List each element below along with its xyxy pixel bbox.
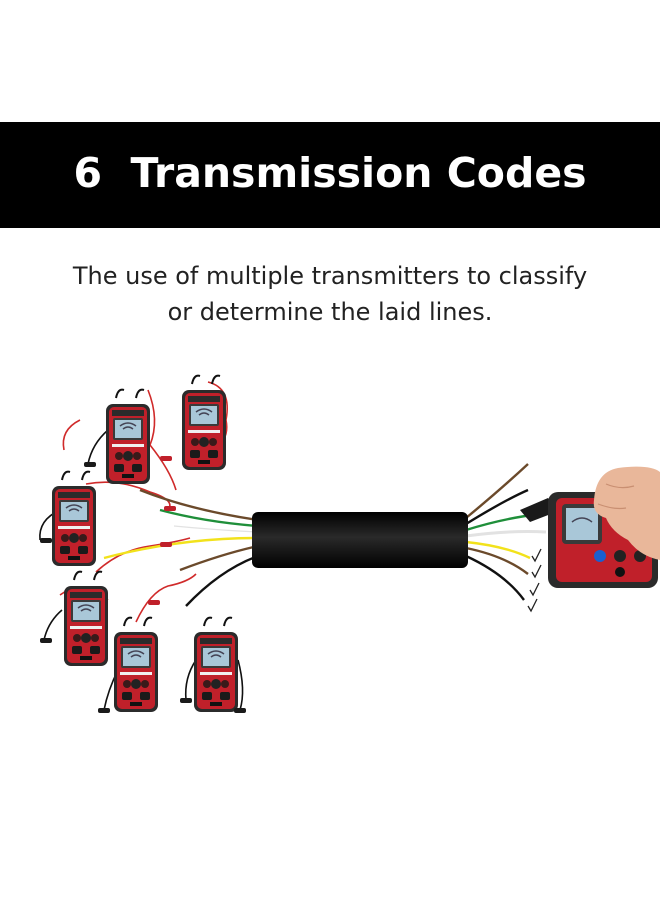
check-mark-icon [527, 598, 538, 612]
alligator-clip-icon [234, 708, 246, 713]
transmitter-devices [51, 374, 239, 713]
alligator-clip-icon [160, 542, 172, 547]
alligator-clip-icon [98, 708, 110, 713]
alligator-clip-icon [40, 538, 52, 543]
transmitter-device-icon [51, 470, 97, 567]
alligator-clip-icons [40, 456, 246, 713]
alligator-clip-icon [180, 698, 192, 703]
subtitle-line-2: or determine the laid lines. [167, 298, 493, 326]
transmitter-device-icon [63, 570, 109, 667]
cable-bundle [252, 512, 468, 568]
alligator-clip-icon [164, 506, 176, 511]
transmitter-device-icon [113, 616, 159, 713]
alligator-clip-icon [148, 600, 160, 605]
wire-tracing-diagram [39, 374, 660, 713]
check-mark-icon [531, 548, 542, 562]
page-title: 6 Transmission Codes [73, 149, 587, 197]
check-mark-icon [531, 564, 542, 578]
alligator-clip-icon [40, 638, 52, 643]
right-wires [465, 463, 547, 601]
title-banner: 6 Transmission Codes [0, 122, 660, 228]
check-mark-icons [527, 548, 542, 612]
hand [593, 466, 660, 560]
check-mark-icon [529, 582, 540, 596]
alligator-clip-icon [160, 456, 172, 461]
alligator-clip-icon [84, 462, 96, 467]
left-wires [103, 488, 259, 607]
subtitle-line-1: The use of multiple transmitters to clas… [72, 262, 588, 290]
subtitle: The use of multiple transmitters to clas… [0, 258, 660, 330]
transmitter-device-icon [193, 616, 239, 713]
transmitter-device-icon [181, 374, 227, 471]
transmitter-device-icon [105, 388, 151, 485]
